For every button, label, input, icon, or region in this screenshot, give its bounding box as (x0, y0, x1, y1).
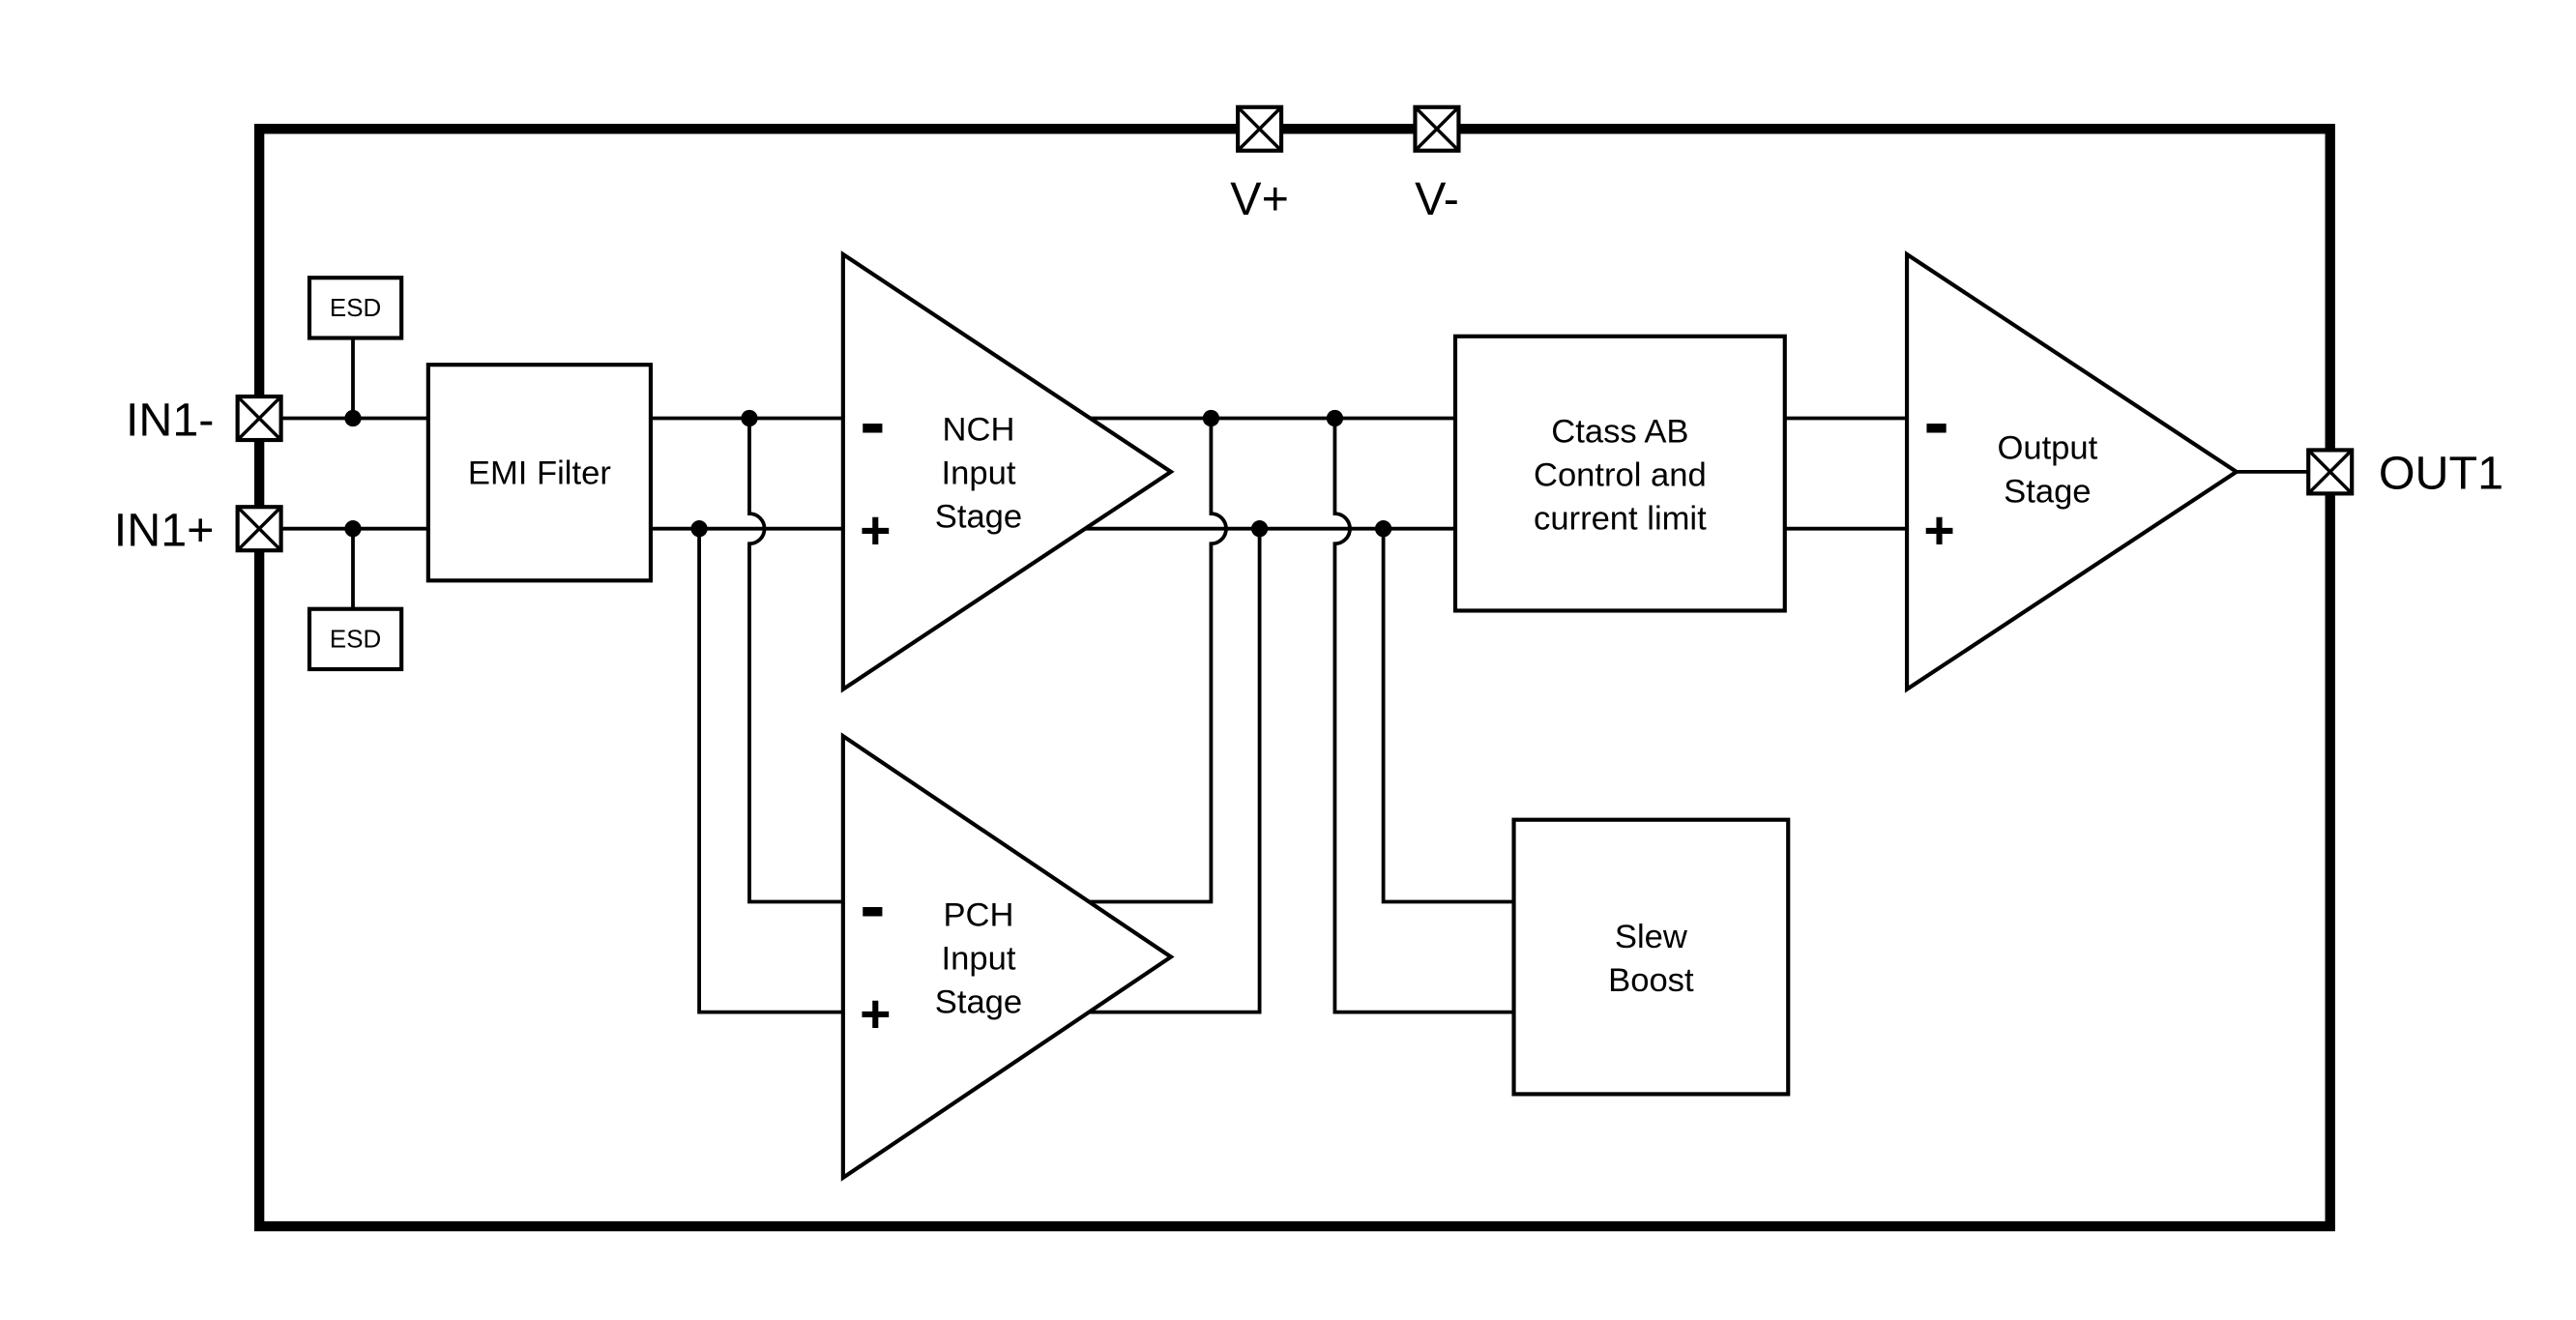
output-minus-sign: - (1923, 378, 1949, 464)
class-ab-control-block: Ctass AB Control and current limit (1452, 334, 1787, 613)
pin-in1-plus: IN1+ (114, 504, 283, 556)
emi-filter-block: EMI Filter (425, 363, 653, 583)
output-amplifier-triangle-icon (1904, 250, 2240, 693)
pch-label-line3: Stage (935, 983, 1022, 1020)
esd-top-box (307, 276, 404, 340)
junction-dot (344, 520, 362, 538)
pch-plus-sign: + (860, 983, 891, 1043)
pch-label-line1: PCH (943, 896, 1013, 933)
class-ab-label-line1: Ctass AB (1551, 413, 1688, 450)
wire-branch-to-pch-minus (747, 418, 843, 904)
pch-label-line2: Input (942, 940, 1016, 977)
output-stage-label-line1: Output (1997, 430, 2097, 467)
slew-boost-label-line2: Boost (1608, 962, 1694, 999)
junction-dot (741, 409, 758, 427)
out1-pin-label: OUT1 (2379, 448, 2503, 500)
esd-bottom-box (307, 606, 404, 672)
esd-top-block: ESD (307, 276, 404, 340)
class-ab-box (1452, 334, 1787, 613)
wire-pch-out-bottom (1089, 528, 1262, 1014)
nch-plus-sign: + (860, 500, 891, 560)
pin-cross-icon (2306, 449, 2354, 495)
class-ab-label-line3: current limit (1534, 500, 1707, 537)
wire-pch-out-top (1089, 418, 1228, 904)
emi-filter-box (425, 363, 653, 583)
wire-branch-to-pch-plus (697, 528, 843, 1014)
nch-label-line3: Stage (935, 499, 1022, 536)
esd-bottom-label: ESD (330, 627, 381, 654)
nch-label-line1: NCH (943, 412, 1015, 449)
vminus-pin-label: V- (1415, 173, 1459, 225)
nch-input-stage: - + NCH Input Stage (840, 250, 1175, 693)
pch-minus-sign: - (860, 862, 886, 948)
pch-amplifier-triangle-icon (840, 732, 1175, 1182)
junction-dot (690, 520, 708, 538)
esd-top-label: ESD (330, 295, 381, 322)
pin-cross-icon (1414, 105, 1460, 152)
esd-bottom-block: ESD (307, 606, 404, 672)
output-stage-label-line2: Stage (2004, 474, 2091, 511)
pin-in1-minus: IN1- (126, 394, 283, 446)
output-stage: - + Output Stage (1904, 250, 2240, 693)
wire-slew-boost-bottom (1332, 418, 1514, 1014)
output-plus-sign: + (1923, 500, 1954, 560)
in1-minus-pin-label: IN1- (126, 394, 214, 446)
emi-filter-label: EMI Filter (468, 455, 611, 492)
pch-input-stage: - + PCH Input Stage (840, 732, 1175, 1182)
in1-plus-pin-label: IN1+ (114, 504, 215, 556)
pin-cross-icon (1236, 105, 1283, 152)
nch-amplifier-triangle-icon (840, 250, 1175, 693)
wire-slew-boost-top (1381, 528, 1514, 904)
pin-cross-icon (236, 505, 282, 552)
slew-boost-box (1511, 817, 1791, 1097)
chip-boundary (253, 124, 2335, 1232)
slew-boost-block: Slew Boost (1511, 817, 1791, 1097)
junction-dot (1250, 520, 1269, 538)
pin-out1: OUT1 (2306, 448, 2503, 500)
junction-dot (1202, 409, 1220, 427)
vplus-pin-label: V+ (1230, 173, 1289, 225)
pin-vplus: V+ (1230, 104, 1289, 225)
junction-dot (1374, 520, 1392, 538)
slew-boost-label-line1: Slew (1615, 919, 1688, 955)
nch-label-line2: Input (942, 455, 1016, 492)
pin-vminus: V- (1413, 104, 1461, 225)
pin-cross-icon (236, 395, 282, 442)
class-ab-label-line2: Control and (1534, 456, 1707, 493)
junction-dot (1326, 409, 1344, 427)
nch-minus-sign: - (860, 378, 886, 464)
junction-dot (344, 409, 362, 427)
